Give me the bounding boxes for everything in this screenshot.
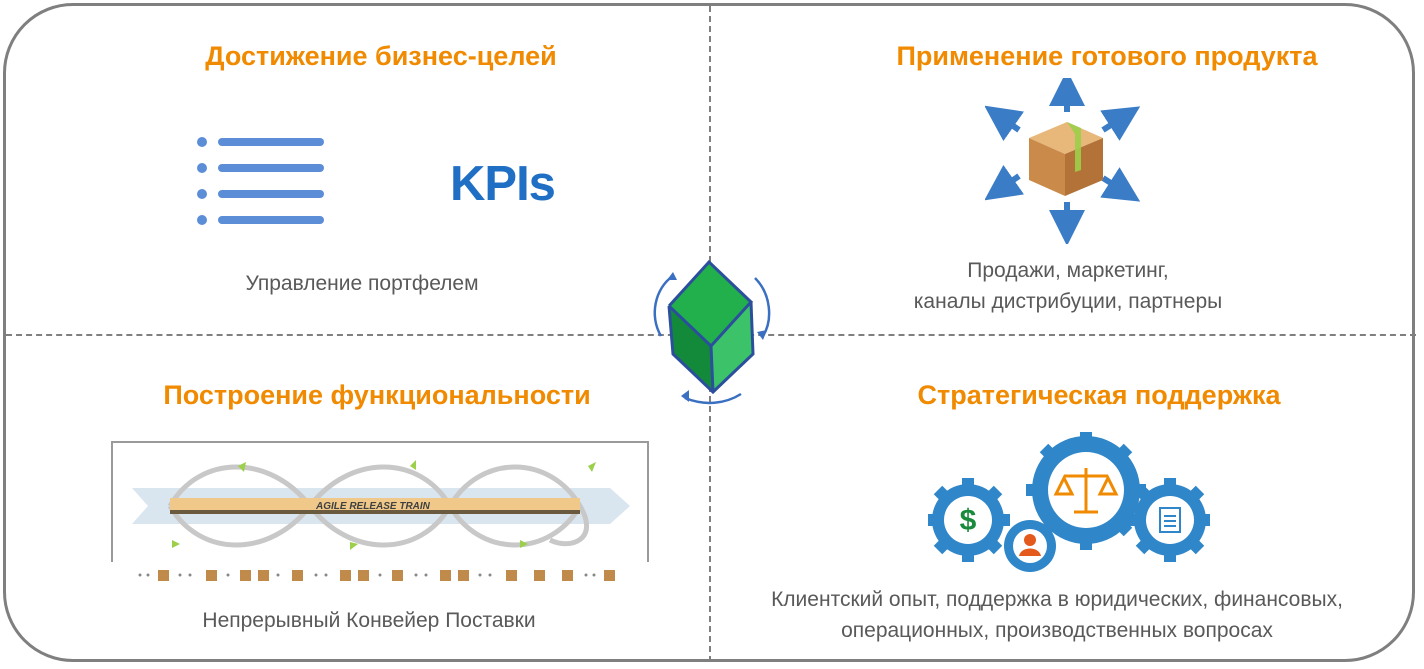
rotating-cube-icon xyxy=(653,259,771,405)
caption-customer-experience: Клиентский опыт, поддержка в юридических… xyxy=(771,584,1343,646)
release-train-icon: AGILE RELEASE TRAIN xyxy=(110,441,650,586)
title-business-goals: Достижение бизнес-целей xyxy=(205,41,557,71)
kpis-label: KPIs xyxy=(450,157,556,211)
caption-line-2: каналы дистрибуции, партнеры xyxy=(913,290,1223,313)
gears-icon: $ xyxy=(928,432,1210,572)
caption-line-1: Клиентский опыт, поддержка в юридических… xyxy=(771,588,1343,611)
caption-portfolio: Управление портфелем xyxy=(245,272,479,295)
box-icon xyxy=(985,78,1141,244)
caption-sales-channels: Продажи, маркетинг, каналы дистрибуции, … xyxy=(914,255,1222,317)
list-icon xyxy=(197,137,324,225)
train-label: AGILE RELEASE TRAIN xyxy=(315,501,431,512)
caption-line-2: операционных, производственных вопросах xyxy=(841,619,1273,642)
caption-line-1: Продажи, маркетинг, xyxy=(967,259,1169,282)
title-functionality: Построение функциональности xyxy=(163,380,591,410)
svg-text:$: $ xyxy=(960,504,977,537)
title-strategic-support: Стратегическая поддержка xyxy=(917,380,1281,410)
title-product-application: Применение готового продукта xyxy=(896,41,1318,71)
caption-delivery-pipeline: Непрерывный Конвейер Поставки xyxy=(202,609,536,632)
